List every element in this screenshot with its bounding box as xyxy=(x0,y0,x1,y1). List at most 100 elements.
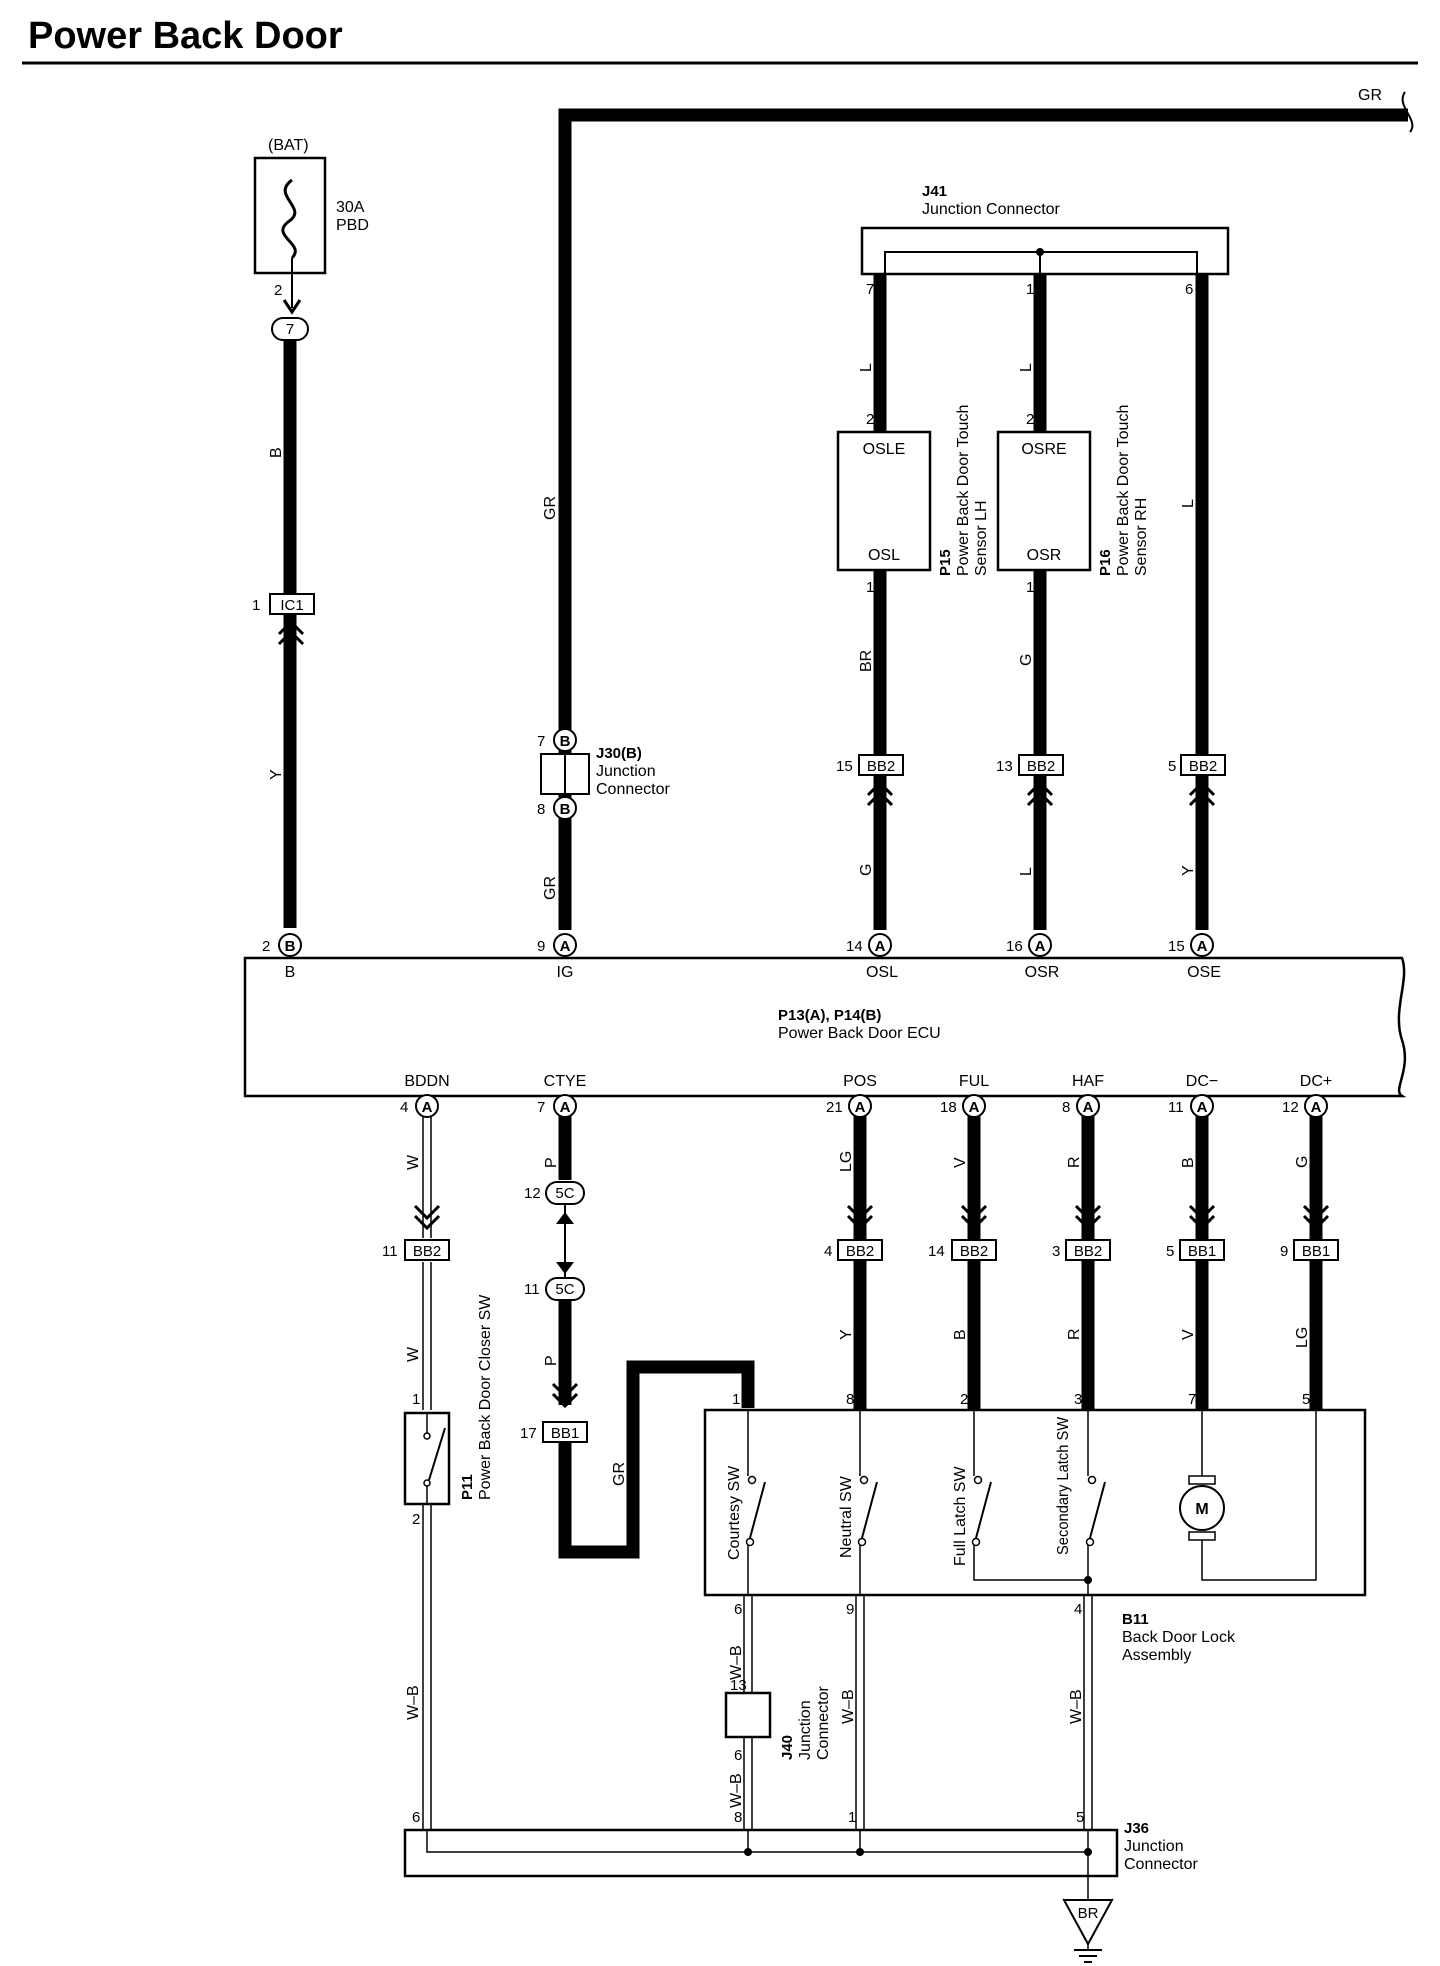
p16-term-bottom: OSR xyxy=(1027,547,1062,564)
p15-name1: Power Back Door Touch xyxy=(955,405,972,576)
connector-bb2-ose-label: BB2 xyxy=(1189,758,1217,775)
courtesy-switch-blade xyxy=(749,1481,766,1539)
j36-name2: Connector xyxy=(1124,1856,1198,1873)
thick-wires xyxy=(283,108,1408,1559)
connector-arrow-down xyxy=(556,1262,574,1274)
connector-bb1-ctye xyxy=(542,1421,588,1443)
wire-color-w-2: W xyxy=(405,1346,422,1362)
connector-a-haf xyxy=(1076,1094,1100,1118)
pin-4-b11: 4 xyxy=(1074,1601,1082,1618)
wire-color-l-3: L xyxy=(1180,499,1197,508)
connector-a-bddn xyxy=(415,1094,439,1118)
connector-bb1-ctye-label: BB1 xyxy=(551,1425,579,1442)
pin-6-b11: 6 xyxy=(734,1601,742,1618)
wire-wb-p11 xyxy=(422,1505,432,1830)
pin-8-j30: 8 xyxy=(537,801,545,818)
pin-9-bb1: 9 xyxy=(1280,1243,1288,1260)
connector-bb2-bddn-label: BB2 xyxy=(413,1243,441,1260)
connector-bb2-osl-label: BB2 xyxy=(867,758,895,775)
connector-a-ose xyxy=(1190,933,1214,957)
connector-a-ig-label: A xyxy=(560,938,571,955)
connector-bb1-dcplus xyxy=(1293,1239,1339,1261)
ecu-name: Power Back Door ECU xyxy=(778,1025,941,1042)
secondary-latch-contact xyxy=(1085,1537,1095,1547)
wire-color-g-2: G xyxy=(858,864,875,876)
p15-box xyxy=(836,430,932,572)
pin-1-j36: 1 xyxy=(848,1809,856,1826)
pin-13-bb2: 13 xyxy=(996,758,1013,775)
ground-icon xyxy=(1074,1949,1102,1963)
connector-a-ctye-label: A xyxy=(560,1099,571,1116)
connector-bb2-haf-label: BB2 xyxy=(1074,1243,1102,1260)
connector-bb2-osr xyxy=(1018,754,1064,776)
connector-a-dcminus xyxy=(1190,1094,1214,1118)
pin-1-j41: 1 xyxy=(1026,281,1034,298)
wire-color-v: V xyxy=(952,1157,969,1168)
chevron-up-icon xyxy=(1026,780,1054,807)
pin-17-bb1: 17 xyxy=(520,1425,537,1442)
wire-color-wb-1: W–B xyxy=(405,1685,422,1720)
pin-11-dcminus: 11 xyxy=(1168,1099,1184,1116)
ecu-term-osl: OSL xyxy=(866,964,898,981)
connector-bb2-osl xyxy=(858,754,904,776)
pin-7-j41: 7 xyxy=(866,281,874,298)
p11-contact xyxy=(423,1479,431,1487)
pin-12-5c: 12 xyxy=(524,1185,541,1202)
wire-color-y-2: Y xyxy=(1180,865,1197,876)
connector-5c-bottom-label: 5C xyxy=(555,1281,574,1298)
pin-2-ecu: 2 xyxy=(262,938,270,955)
wire-color-w: W xyxy=(405,1154,422,1170)
j36-junction-dot xyxy=(744,1848,752,1856)
double-wires xyxy=(422,1117,1093,1830)
j36-bus xyxy=(426,1830,1089,1876)
pin-18-ful: 18 xyxy=(940,1099,957,1116)
wire-color-l-1: L xyxy=(858,363,875,372)
pin-5-bb1: 5 xyxy=(1166,1243,1174,1260)
pin-11-bb2: 11 xyxy=(382,1243,398,1260)
wire-color-gr-3: GR xyxy=(611,1462,628,1486)
pin-15-bb2: 15 xyxy=(836,758,853,775)
wire-courtesy-gr xyxy=(558,1360,755,1559)
connector-ic1 xyxy=(269,593,315,615)
connector-a-ful-label: A xyxy=(969,1099,980,1116)
wire-color-b-2: B xyxy=(1180,1157,1197,1168)
wire-color-r-2: R xyxy=(1066,1328,1083,1340)
wire-color-b: B xyxy=(268,447,285,458)
pin-6-j36: 6 xyxy=(412,1809,420,1826)
ecu-term-ful: FUL xyxy=(959,1073,989,1090)
pin-6-j40: 6 xyxy=(734,1747,742,1764)
fuse-box xyxy=(253,156,327,275)
pin-4-bddn: 4 xyxy=(400,1099,408,1116)
connector-a-pos-label: A xyxy=(855,1099,866,1116)
p16-name2: Sensor RH xyxy=(1133,498,1150,576)
j40-name1: Junction xyxy=(797,1700,814,1760)
chevron-up-icon xyxy=(866,780,894,807)
p16-name1: Power Back Door Touch xyxy=(1115,405,1132,576)
j36-junction-dot xyxy=(1084,1848,1092,1856)
connector-a-dcminus-label: A xyxy=(1197,1099,1208,1116)
courtesy-contact xyxy=(745,1537,755,1547)
pin-2-p16: 2 xyxy=(1026,411,1034,428)
wire-color-l-4: L xyxy=(1018,867,1035,876)
wire-break-icon xyxy=(1401,91,1414,133)
p11-contact xyxy=(423,1432,431,1440)
connector-a-osl-label: A xyxy=(875,938,886,955)
wire-wb-latch xyxy=(1083,1595,1093,1830)
wire-color-l-2: L xyxy=(1018,363,1035,372)
wire-color-lg: LG xyxy=(838,1151,855,1172)
connector-a-ful xyxy=(962,1094,986,1118)
battery-label: (BAT) xyxy=(268,137,309,154)
j30-name1: Junction xyxy=(596,763,656,780)
j41-name: Junction Connector xyxy=(922,201,1061,218)
secondary-latch-contact xyxy=(1087,1475,1097,1485)
pin-12-dcplus: 12 xyxy=(1282,1099,1299,1116)
full-latch-contact xyxy=(973,1475,983,1485)
connector-bb2-pos-label: BB2 xyxy=(846,1243,874,1260)
ecu-term-pos: POS xyxy=(843,1073,877,1090)
switch-secondary-latch: Secondary Latch SW xyxy=(1054,1416,1072,1555)
neutral-contact xyxy=(857,1537,867,1547)
connector-a-osr xyxy=(1028,933,1052,957)
connector-a-ig xyxy=(553,933,577,957)
wire-color-p-2: P xyxy=(543,1355,560,1366)
p11-name: Power Back Door Closer SW xyxy=(477,1294,494,1500)
